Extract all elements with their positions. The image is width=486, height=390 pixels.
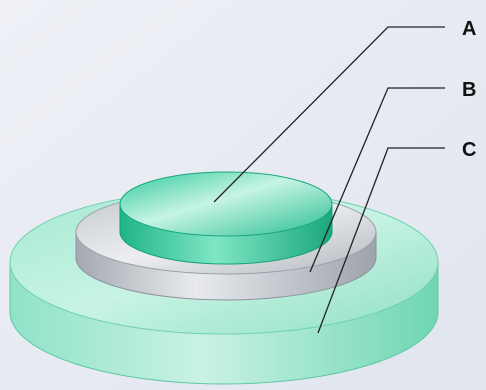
label-c: C bbox=[462, 139, 476, 161]
label-a: A bbox=[462, 18, 476, 40]
top-disc bbox=[119, 171, 333, 265]
label-b: B bbox=[462, 79, 476, 101]
leader-lines bbox=[213, 26, 445, 334]
leader-line-b bbox=[309, 87, 445, 273]
leader-line-a bbox=[213, 26, 445, 203]
leader-line-c bbox=[317, 147, 445, 334]
